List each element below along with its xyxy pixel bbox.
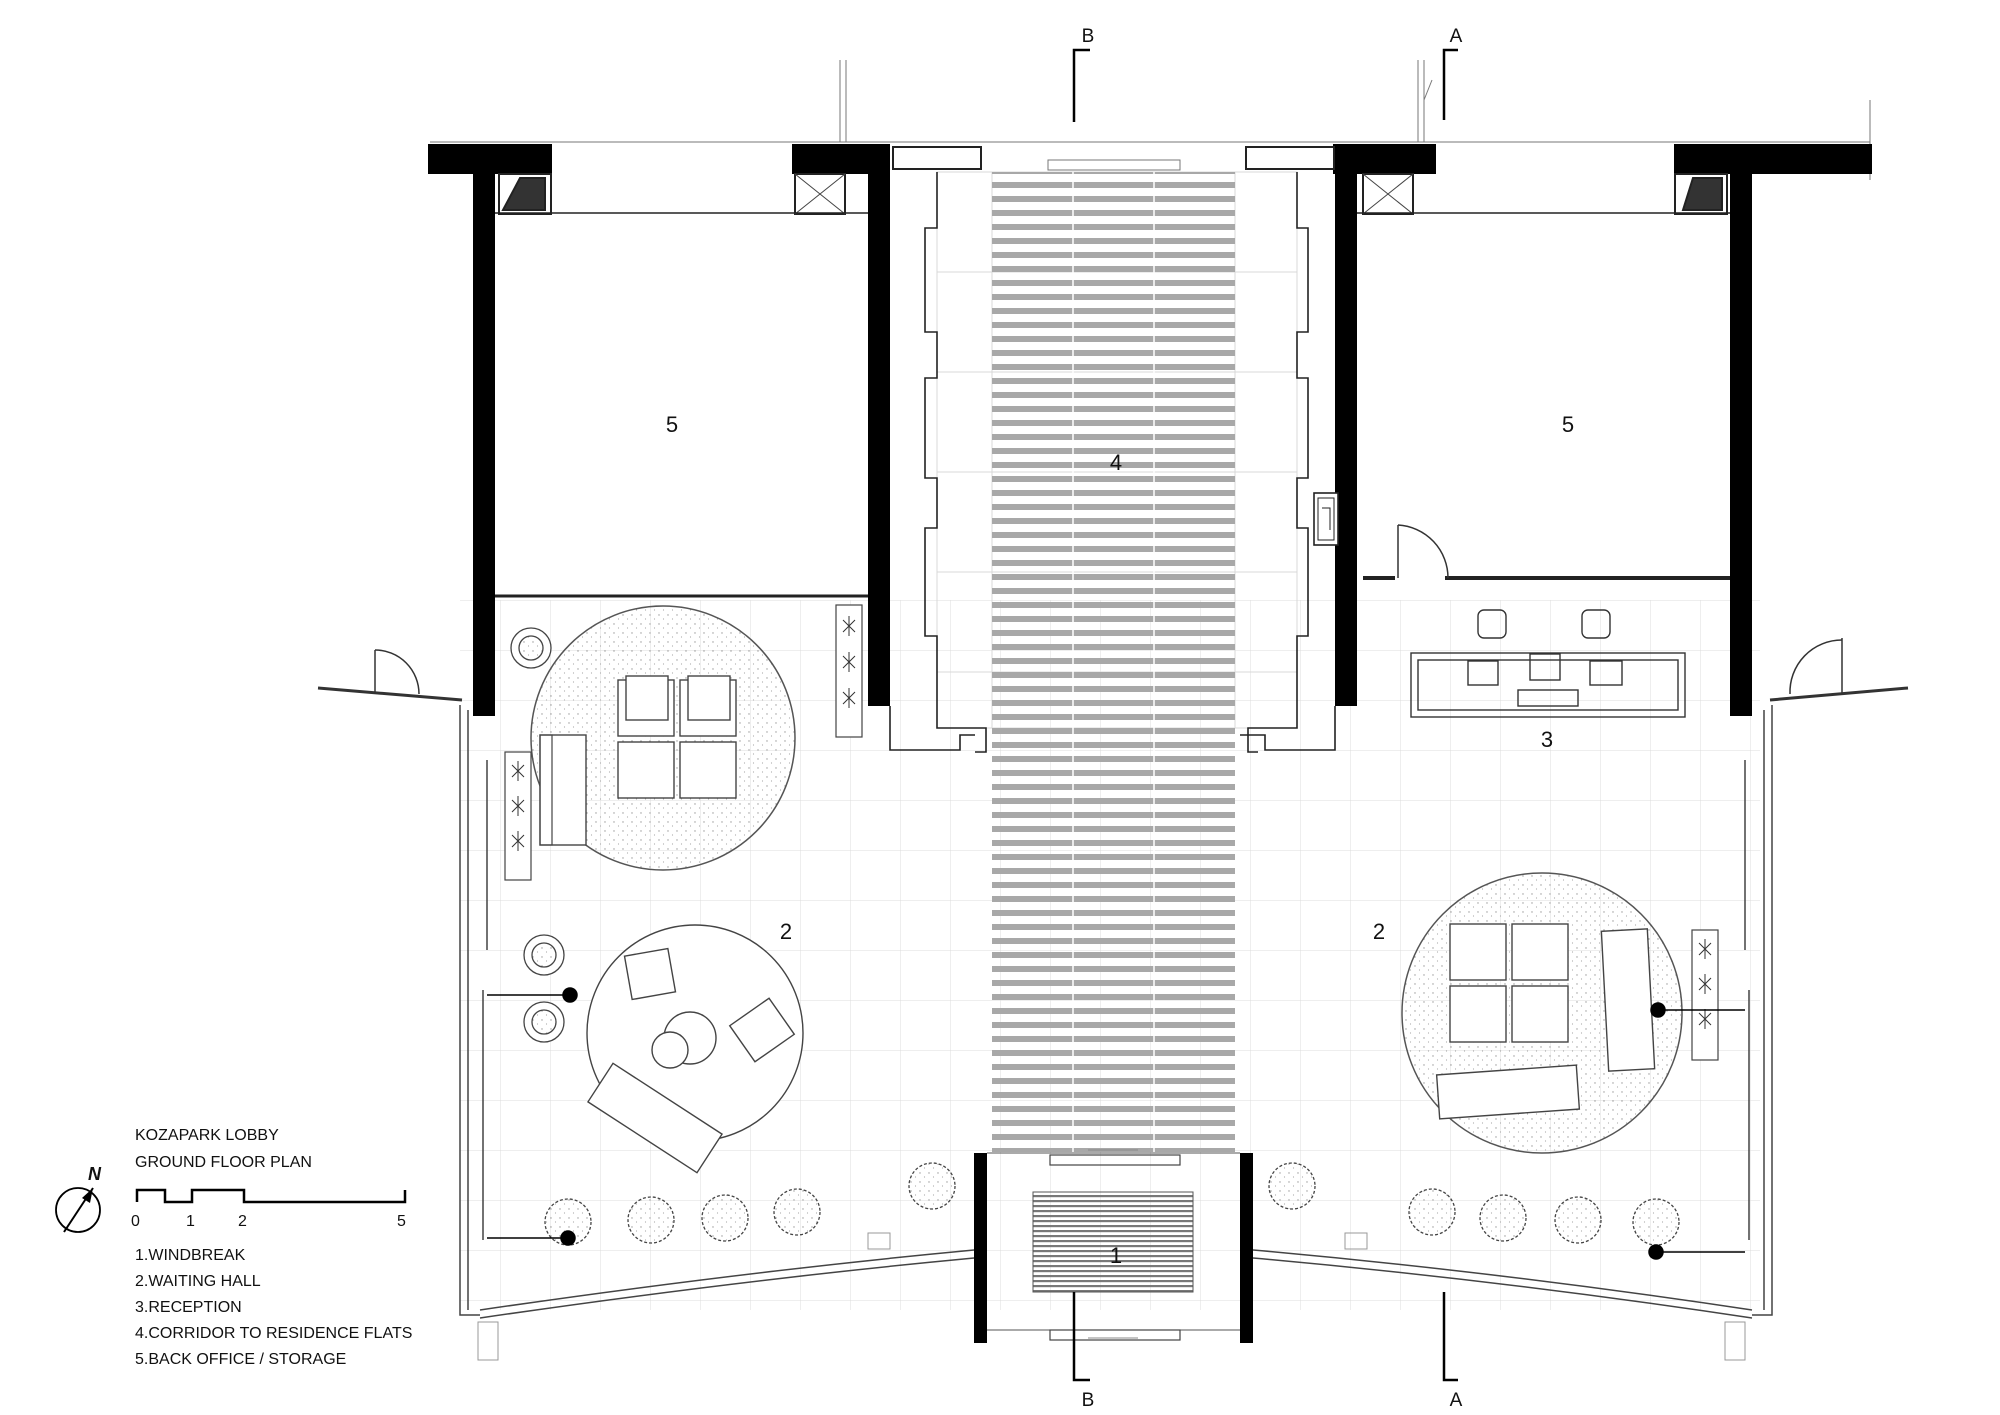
legend-item-corridor: 4.CORRIDOR TO RESIDENCE FLATS [135, 1325, 412, 1342]
section-label-a-top: A [1450, 26, 1463, 47]
left-lounge-lower [586, 924, 804, 1174]
planters [504, 604, 1719, 1061]
top-exterior [430, 60, 1871, 180]
corridor-carpet [992, 172, 1235, 1152]
plants [510, 627, 1680, 1246]
room-label-reception: 3 [1541, 727, 1553, 752]
plan-title-line2: GROUND FLOOR PLAN [135, 1154, 312, 1171]
room-label-windbreak: 1 [1110, 1243, 1122, 1268]
glass-facade [459, 705, 1773, 1319]
windbreak [987, 1149, 1240, 1341]
section-label-b-top: B [1082, 26, 1095, 47]
legend-item-waiting-hall: 2.WAITING HALL [135, 1273, 261, 1290]
scale-tick-5: 5 [397, 1213, 406, 1230]
room-label-back-office-right: 5 [1562, 412, 1574, 437]
reception-desk [1410, 609, 1686, 718]
back-office-door [1397, 524, 1449, 579]
scale-bar [135, 1188, 407, 1204]
corridor-walls [889, 172, 1339, 753]
scale-tick-0: 0 [131, 1213, 140, 1230]
section-label-b-bottom: B [1082, 1390, 1095, 1411]
columns-top [498, 146, 1728, 215]
plan-title-line1: KOZAPARK LOBBY [135, 1127, 279, 1144]
room-label-waiting-hall-right: 2 [1373, 919, 1385, 944]
left-lounge-rug [530, 605, 796, 871]
back-office-partitions [495, 212, 1730, 598]
section-markers [1072, 48, 1458, 1382]
section-label-a-bottom: A [1450, 1390, 1463, 1411]
scale-tick-1: 1 [186, 1213, 195, 1230]
room-label-corridor: 4 [1110, 450, 1122, 475]
structural-walls [428, 144, 1872, 1343]
legend-item-windbreak: 1.WINDBREAK [135, 1247, 246, 1264]
exterior-bollards [477, 1232, 1746, 1361]
legend-item-reception: 3.RECEPTION [135, 1299, 242, 1316]
side-doors [317, 638, 1909, 702]
legend-item-back-office: 5.BACK OFFICE / STORAGE [135, 1351, 346, 1368]
north-label: N [88, 1164, 102, 1184]
scale-tick-2: 2 [238, 1213, 247, 1230]
floor-lamps [487, 987, 1745, 1260]
right-lounge-rug [1401, 872, 1683, 1154]
north-arrow-icon: N [55, 1164, 102, 1233]
room-label-back-office-left: 5 [666, 412, 678, 437]
room-label-waiting-hall-left: 2 [780, 919, 792, 944]
